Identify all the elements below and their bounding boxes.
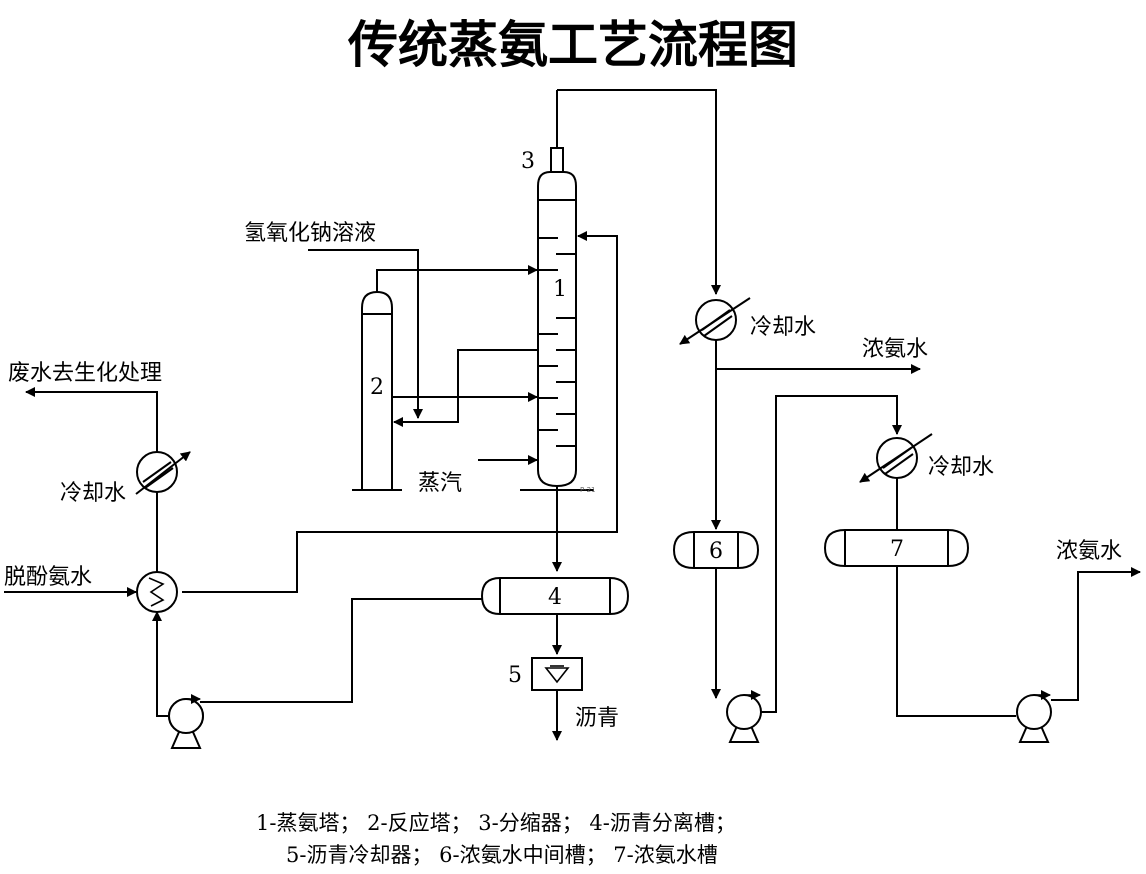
cooling-water-label-right: 冷却水: [928, 455, 994, 480]
ammonia-condenser-mid: [679, 297, 751, 345]
conc-ammonia-outlet-right: [1051, 567, 1141, 701]
conc-ammonia-label-right: 浓氨水: [1056, 539, 1122, 564]
svg-text:P-21: P-21: [580, 486, 596, 494]
tank7-to-pump-line: [896, 566, 1016, 717]
wastewater-label: 废水去生化处理: [8, 361, 162, 386]
column-1-body: [537, 199, 577, 488]
pitch-cooler-5: [531, 657, 583, 691]
feed-preheater: [136, 571, 178, 613]
conc-ammonia-intermediate-tank-6: [672, 531, 760, 569]
equipment-number-4: 4: [548, 585, 562, 610]
middle-pump: [726, 690, 762, 743]
dephlegmator-3-tip: [550, 147, 564, 173]
pitch-separation-tank-4: [480, 577, 630, 615]
ammonia-condenser-right: [859, 433, 933, 483]
column-side-draw-line: [393, 349, 538, 427]
dephenolized-ammonia-water-label: 脱酚氨水: [4, 565, 92, 590]
pump-to-condenser-right-line: [761, 395, 902, 713]
reactor-overhead-line: [376, 265, 538, 292]
equipment-number-7: 7: [890, 537, 904, 562]
right-pump: [1016, 690, 1052, 743]
conc-ammonia-label-mid: 浓氨水: [862, 337, 928, 362]
equipment-number-2: 2: [370, 375, 384, 400]
equipment-number-6: 6: [709, 539, 723, 564]
steam-label: 蒸汽: [418, 471, 462, 496]
pump-to-exchanger-line: [152, 611, 169, 717]
overhead-vapor-line: [557, 89, 721, 295]
wastewater-cooler: [135, 451, 191, 495]
wastewater-line: [25, 387, 158, 452]
legend-line-1: 1-蒸氨塔； 2-反应塔； 3-分缩器； 4-沥青分离槽；: [256, 811, 736, 835]
tank4-to-pump-line: [200, 598, 482, 703]
diagram-title: 传统蒸氨工艺流程图: [347, 16, 798, 74]
conc-ammonia-tank-7: [823, 529, 970, 567]
dephlegmator-3-dome: [537, 171, 577, 201]
naoh-solution-label: 氢氧化钠溶液: [244, 221, 376, 246]
cooling-water-label-left: 冷却水: [60, 481, 126, 506]
legend-line-2: 5-沥青冷却器； 6-浓氨水中间槽； 7-浓氨水槽: [286, 843, 718, 867]
naoh-feed-line: [308, 249, 423, 419]
left-pump: [168, 694, 204, 749]
equipment-number-1: 1: [553, 277, 567, 302]
equipment-number-5: 5: [508, 663, 522, 688]
pitch-label: 沥青: [575, 706, 619, 731]
cooling-water-label-mid: 冷却水: [750, 315, 816, 340]
ammonia-still-column-1: [520, 90, 594, 491]
feed-to-column-line: [182, 231, 618, 593]
equipment-number-3: 3: [521, 149, 535, 174]
